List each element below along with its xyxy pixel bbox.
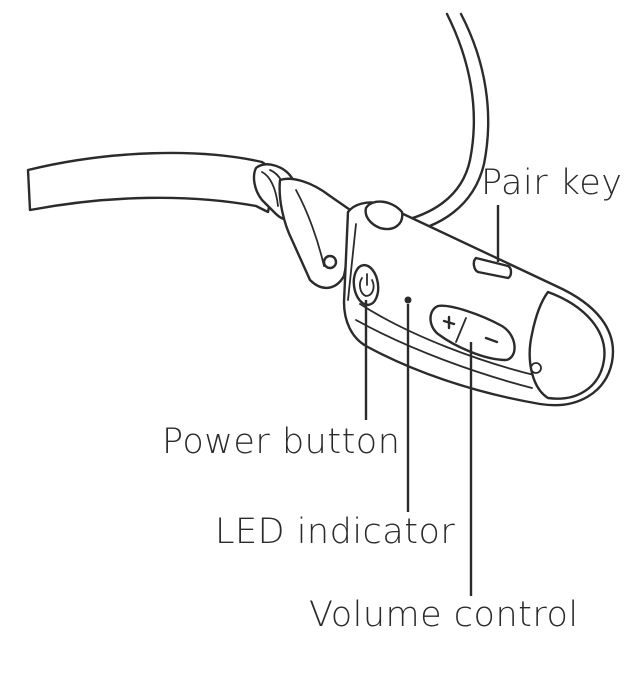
ear-hook-cable [396,12,490,236]
power-button[interactable] [351,263,380,307]
volume-control-label: Volume control [309,595,579,635]
volume-rocker[interactable] [429,304,516,362]
hinge-joint [252,163,358,289]
power-button-label: Power button [162,422,401,462]
neckband [26,151,278,214]
led-indicator [404,296,412,304]
volume-down-glyph [484,336,499,344]
pair-key-label: Pair key [481,163,623,203]
led-indicator-label: LED indicator [215,512,456,552]
volume-up-glyph [442,315,456,330]
control-housing [342,200,615,407]
pair-key[interactable] [472,256,513,280]
leader-lines [364,205,500,596]
